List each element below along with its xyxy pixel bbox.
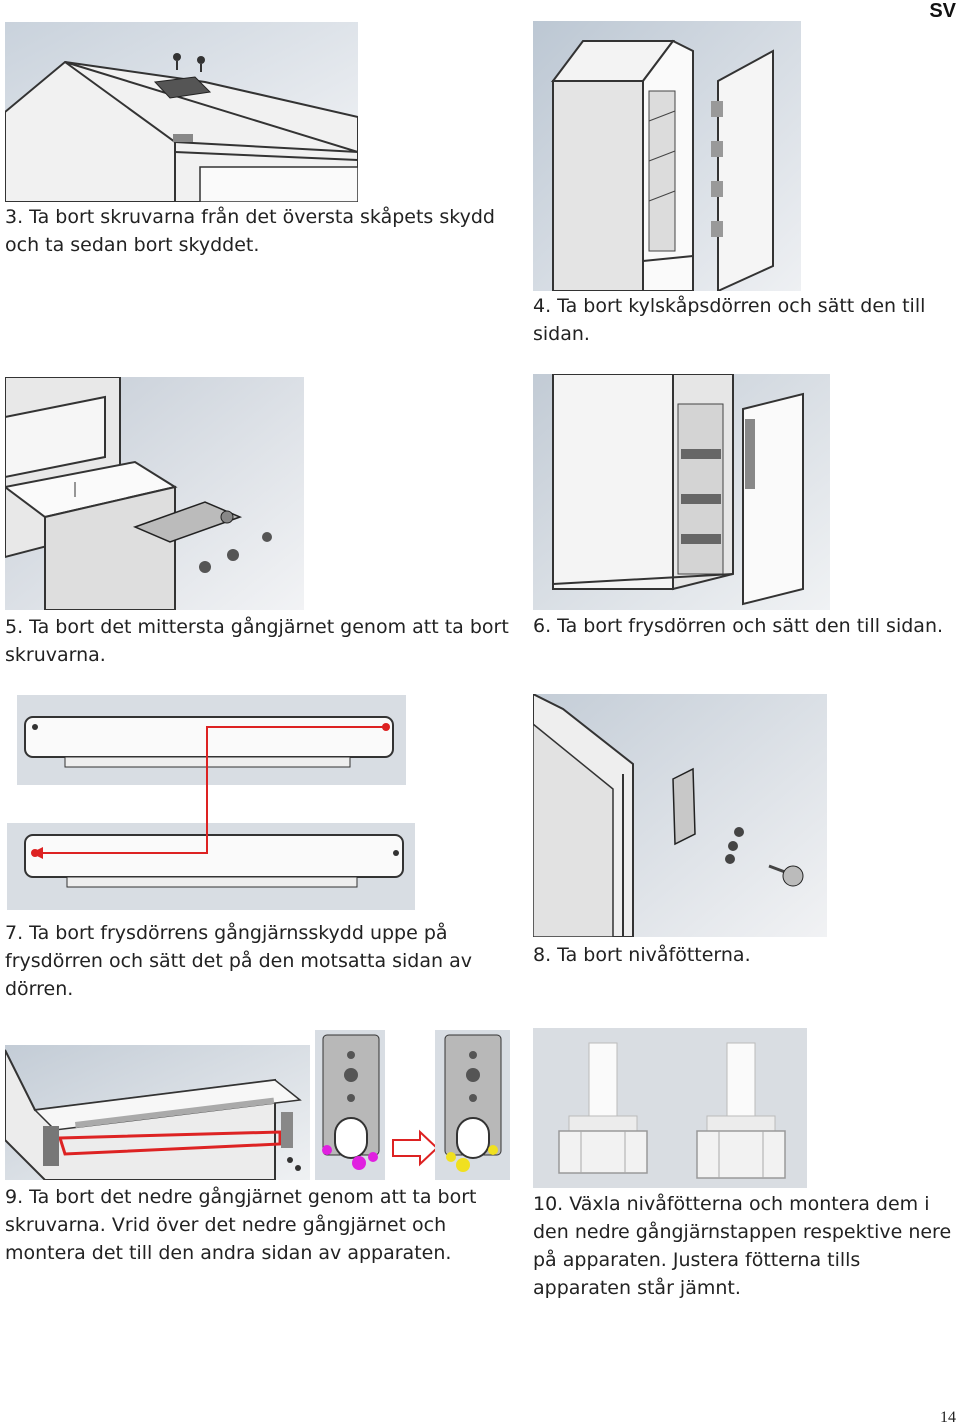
figure-step-8 <box>533 694 827 937</box>
page-number: 14 <box>940 1409 956 1426</box>
figure-step-6 <box>533 374 830 610</box>
illustration-middle-hinge <box>5 377 304 610</box>
illustration-hinge-cover-swap <box>7 695 415 910</box>
caption-step-4: 4. Ta bort kylskåpsdörren och sätt den t… <box>533 295 926 345</box>
caption-step-9: 9. Ta bort det nedre gångjärnet genom at… <box>5 1186 477 1264</box>
caption-step-3: 3. Ta bort skruvarna från det översta sk… <box>5 206 495 256</box>
figure-step-10 <box>533 1028 807 1188</box>
illustration-top-cover <box>5 22 358 202</box>
caption-step-6: 6. Ta bort frysdörren och sätt den till … <box>533 615 944 637</box>
illustration-freezer-door-removed <box>533 374 830 610</box>
caption-step-8: 8. Ta bort nivåfötterna. <box>533 944 751 966</box>
figure-step-9 <box>5 1030 510 1180</box>
figure-step-7 <box>5 695 417 910</box>
illustration-leveling-feet <box>533 694 827 937</box>
caption-step-7: 7. Ta bort frysdörrens gångjärnsskydd up… <box>5 922 472 1000</box>
illustration-lower-hinge <box>5 1030 510 1180</box>
figure-step-3 <box>5 22 358 202</box>
illustration-swapped-feet <box>533 1028 807 1188</box>
figure-step-4 <box>533 21 801 291</box>
caption-step-10: 10. Växla nivåfötterna och montera dem i… <box>533 1193 952 1299</box>
illustration-fridge-door-removed <box>533 21 801 291</box>
figure-step-5 <box>5 377 304 610</box>
language-code: SV <box>929 0 956 22</box>
caption-step-5: 5. Ta bort det mittersta gångjärnet geno… <box>5 616 509 666</box>
